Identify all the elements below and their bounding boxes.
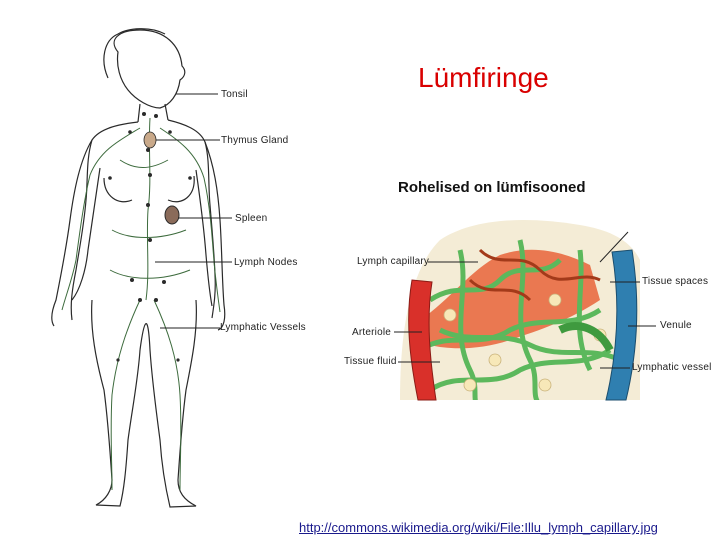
lymph-vessel-left-leg bbox=[110, 299, 141, 491]
spleen-shape bbox=[164, 205, 180, 225]
pointer-tissue-spaces bbox=[599, 231, 629, 263]
left-arm-outline bbox=[51, 139, 101, 327]
right-arm-outline bbox=[195, 141, 226, 331]
label-thymus-gland: Thymus Gland bbox=[221, 135, 289, 146]
label-tissue-fluid: Tissue fluid bbox=[344, 356, 397, 367]
label-spleen: Spleen bbox=[235, 213, 268, 224]
hair-outline bbox=[103, 28, 166, 79]
label-lymph-capillary: Lymph capillary bbox=[357, 256, 430, 267]
lymph-vessel-chest bbox=[109, 159, 191, 279]
label-lymph-nodes: Lymph Nodes bbox=[234, 257, 298, 268]
page-subtitle: Rohelised on lümfisooned bbox=[398, 179, 586, 196]
lymph-vessel-left-arm bbox=[61, 127, 141, 311]
lymph-vessel-right-arm bbox=[159, 127, 221, 313]
head-outline bbox=[113, 29, 186, 109]
source-link[interactable]: http://commons.wikimedia.org/wiki/File:I… bbox=[299, 520, 658, 535]
torso-outline bbox=[70, 119, 216, 321]
label-lymphatic-vessel: Lymphatic vessel bbox=[632, 362, 712, 373]
arteriole-tube bbox=[408, 279, 437, 401]
page-title: Lümfiringe bbox=[418, 62, 549, 93]
chest-outline bbox=[103, 175, 195, 203]
crotch-outline bbox=[139, 323, 151, 351]
left-leg-outline bbox=[91, 299, 141, 507]
venule-tube bbox=[605, 249, 638, 401]
right-leg-outline bbox=[149, 299, 197, 508]
capillary-illustration bbox=[400, 220, 640, 401]
lymphatic-vessel-tube bbox=[558, 322, 614, 352]
lymph-vessel-right-leg bbox=[153, 299, 182, 491]
label-lymphatic-vessels: Lymphatic Vessels bbox=[220, 322, 306, 333]
thymus-shape bbox=[143, 131, 157, 149]
label-tonsil: Tonsil bbox=[221, 89, 248, 100]
label-arteriole: Arteriole bbox=[352, 327, 392, 338]
label-tissue-spaces: Tissue spaces bbox=[642, 276, 709, 287]
label-venule: Venule bbox=[660, 320, 692, 331]
neck-outline bbox=[137, 103, 169, 123]
